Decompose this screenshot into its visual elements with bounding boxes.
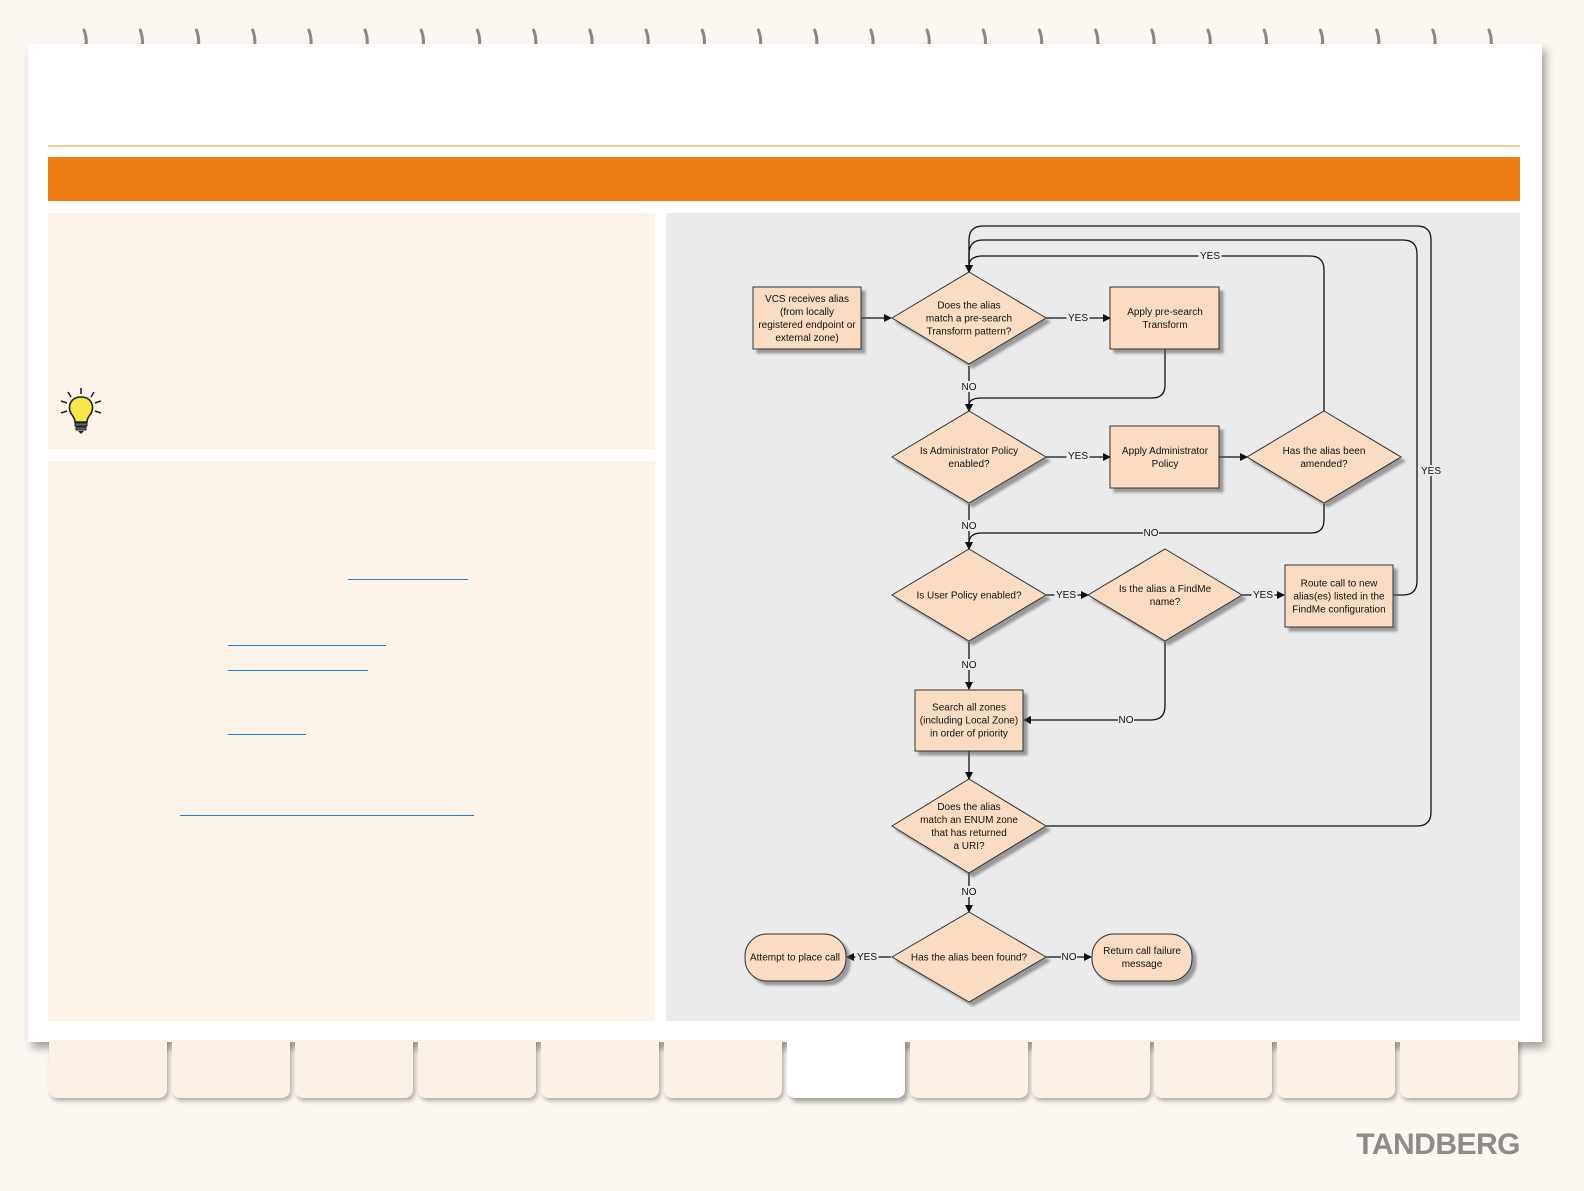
- nav-tab-11[interactable]: [1277, 1040, 1395, 1098]
- edge-label-bg: [1118, 714, 1134, 725]
- nav-tab-4[interactable]: [418, 1040, 536, 1098]
- edge-label-bg: [961, 381, 977, 392]
- link-1[interactable]: [348, 579, 468, 580]
- edge-label-bg: [1061, 951, 1077, 962]
- node-label-user-q: Is User Policy enabled?: [916, 591, 1021, 602]
- node-enum-decision: [891, 778, 1047, 874]
- edge-label-4: NO: [962, 521, 977, 532]
- info-panel: [48, 461, 655, 1021]
- header-divider: [48, 145, 1520, 147]
- node-vcs-receives-alias: [752, 286, 862, 350]
- edge-label-12: YES: [857, 952, 877, 963]
- edge-label-bg: [1054, 589, 1078, 600]
- flowchart-nodes: [744, 271, 1402, 1003]
- nav-tab-10[interactable]: [1154, 1040, 1272, 1098]
- nav-tab-12[interactable]: [1400, 1040, 1518, 1098]
- node-amended-decision: [1246, 410, 1402, 504]
- edge-label-bg: [1143, 527, 1159, 538]
- edge-label-2: YES: [1068, 451, 1088, 462]
- flowchart-edge-labels: YES NO YES YES NO NO YES YES YES NO NO NO YES NO: [855, 250, 1443, 963]
- edge-label-5: NO: [1144, 528, 1159, 539]
- edge-label-bg: [961, 886, 977, 897]
- link-4[interactable]: [228, 734, 306, 735]
- node-findme-decision: [1087, 548, 1243, 642]
- node-label-found-q: Has the alias been found?: [911, 953, 1028, 964]
- nav-tab-6[interactable]: [664, 1040, 782, 1098]
- nav-tab-8[interactable]: [910, 1040, 1028, 1098]
- node-admin-policy-decision: [891, 410, 1047, 504]
- edge-label-3: YES: [1200, 251, 1220, 262]
- edge-label-bg: [961, 659, 977, 670]
- edge-label-8: YES: [1421, 466, 1441, 477]
- edge-label-10: NO: [1119, 715, 1134, 726]
- edge-label-bg: [1419, 465, 1443, 476]
- lightbulb-icon: [60, 388, 102, 434]
- link-3[interactable]: [228, 670, 368, 671]
- edge-label-11: NO: [962, 887, 977, 898]
- tip-panel: [48, 213, 655, 449]
- nav-tab-2[interactable]: [172, 1040, 290, 1098]
- edge-label-bg: [1066, 450, 1090, 461]
- edge-label-7: YES: [1253, 590, 1273, 601]
- edge-label-bg: [1251, 589, 1275, 600]
- link-5[interactable]: [180, 815, 474, 816]
- nav-tab-9[interactable]: [1032, 1040, 1150, 1098]
- edge-label-bg: [1066, 312, 1090, 323]
- node-presearch-decision: [891, 271, 1047, 365]
- node-attempt-call: [744, 933, 847, 982]
- node-route-findme: [1284, 564, 1394, 628]
- edge-label-bg: [855, 951, 879, 962]
- nav-tab-5[interactable]: [541, 1040, 659, 1098]
- tandberg-logo: TANDBERG: [1356, 1128, 1520, 1161]
- nav-tab-3[interactable]: [295, 1040, 413, 1098]
- edge-label-9: NO: [962, 660, 977, 671]
- edge-label-bg: [961, 520, 977, 531]
- edge-label-6: YES: [1056, 590, 1076, 601]
- edge-label-13: NO: [1062, 952, 1077, 963]
- flowchart-connectors: [846, 225, 1432, 961]
- nav-tab-1[interactable]: [49, 1040, 167, 1098]
- node-label-search-zones: Search all zones(including Local Zone)in…: [920, 703, 1018, 740]
- section-banner: [48, 157, 1520, 201]
- node-return-failure: [1091, 933, 1193, 982]
- link-2[interactable]: [228, 645, 386, 646]
- nav-tab-7-active[interactable]: [787, 1040, 905, 1098]
- edge-label-0: YES: [1068, 313, 1088, 324]
- node-label-attempt: Attempt to place call: [750, 953, 840, 964]
- edge-label-1: NO: [962, 382, 977, 393]
- node-found-decision: [891, 911, 1047, 1003]
- edge-label-bg: [1198, 250, 1222, 261]
- node-user-policy-decision: [891, 548, 1047, 642]
- node-search-zones: [914, 689, 1024, 752]
- node-apply-admin-policy: [1109, 425, 1220, 489]
- node-apply-presearch: [1109, 286, 1220, 350]
